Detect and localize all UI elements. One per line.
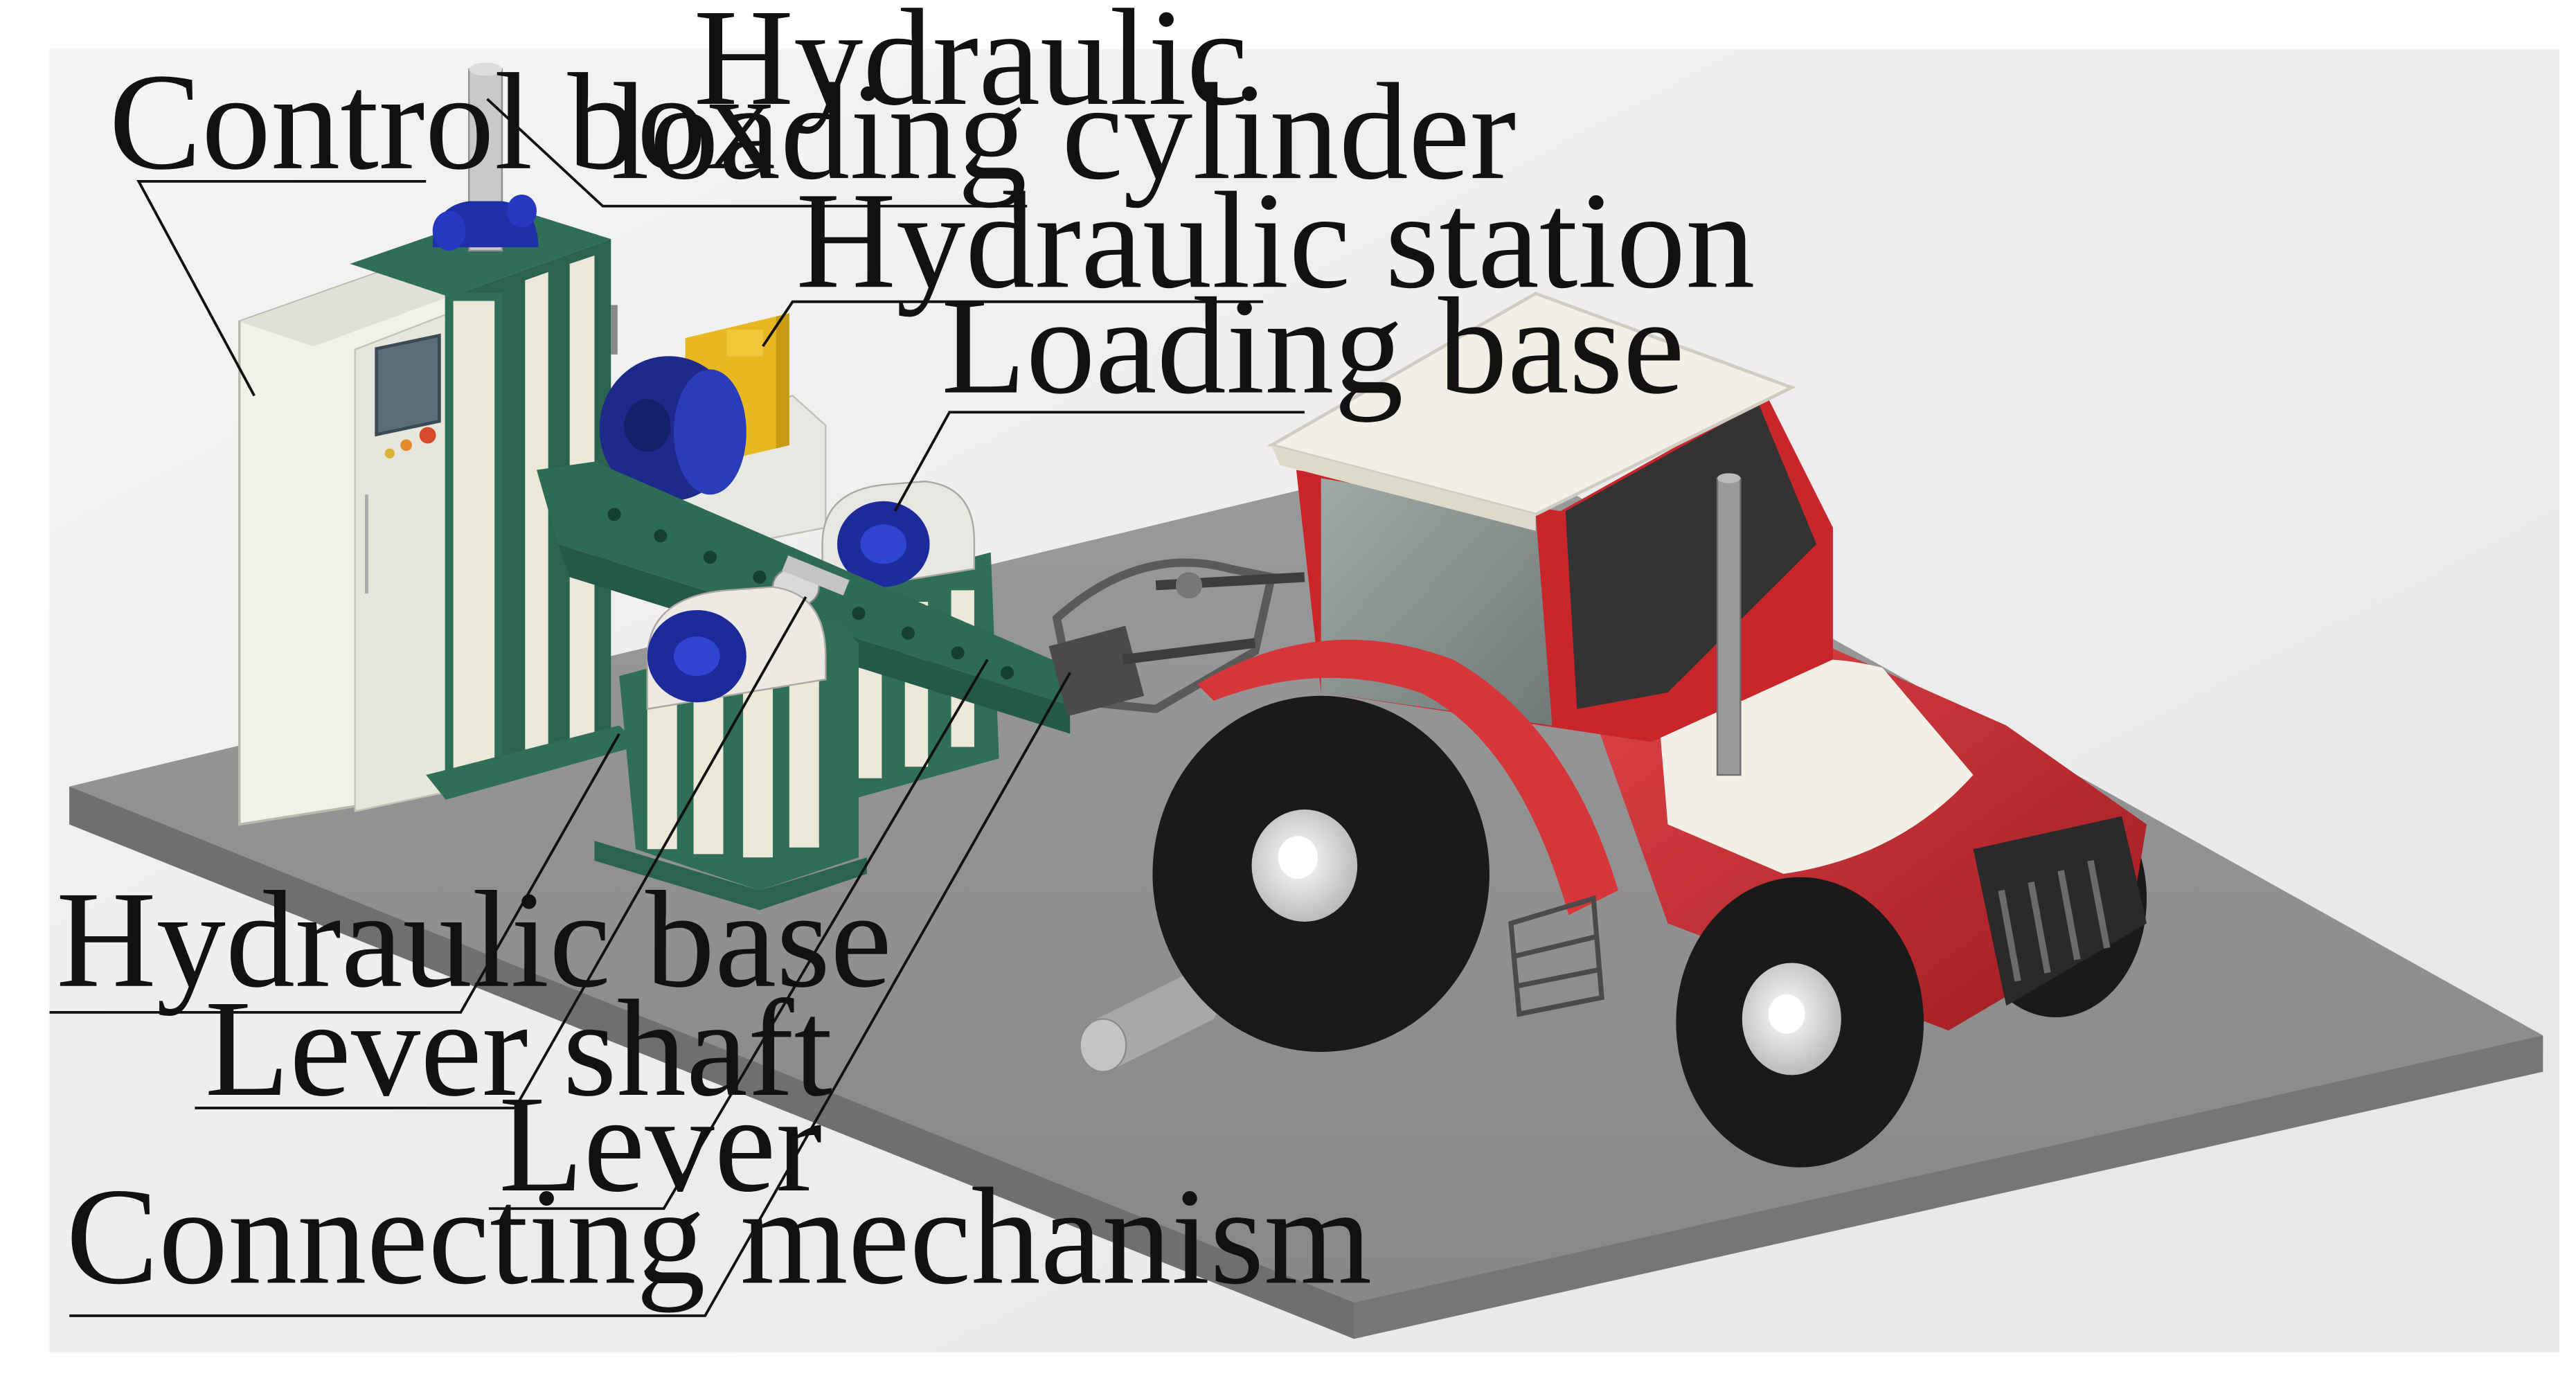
leader-lines [49, 98, 1305, 1317]
tractor-steps [1508, 895, 1604, 1017]
label-loading-base: Loading base [941, 270, 1684, 423]
control-button-orange [400, 439, 412, 452]
leader-control-box [136, 180, 427, 397]
label-control-box: Control box [109, 46, 776, 199]
exhaust-pipe [1716, 477, 1742, 776]
floor-roller [1079, 972, 1219, 1073]
label-hydraulic-station: Hydraulic station [796, 164, 1755, 317]
leader-connecting-mechanism [69, 672, 1071, 1317]
tractor-roof [1267, 292, 1796, 517]
leader-hydraulic-base [49, 733, 620, 1014]
tractor [1152, 292, 2147, 1168]
control-box [238, 270, 451, 826]
leader-hydraulic-cylinder [486, 98, 1028, 208]
connecting-mechanism [1048, 558, 1305, 717]
label-hydraulic-cylinder-line2: loading cylinder [611, 55, 1516, 208]
label-hydraulic-base: Hydraulic base [56, 864, 892, 1017]
leader-lever [488, 659, 989, 1210]
label-lever: Lever [499, 1068, 822, 1221]
leader-lever-shaft [195, 596, 807, 1109]
leader-loading-base [893, 411, 1305, 512]
hydraulic-loading-cylinder [432, 62, 539, 252]
control-button-red [419, 427, 436, 444]
leader-hydraulic-station [762, 300, 1264, 348]
control-button-yellow [384, 448, 395, 458]
label-hydraulic-cylinder-line1: Hydraulic [694, 0, 1249, 134]
label-connecting-mechanism: Connecting mechanism [66, 1161, 1372, 1314]
control-screen [375, 333, 441, 437]
label-lever-shaft: Lever shaft [205, 972, 832, 1125]
